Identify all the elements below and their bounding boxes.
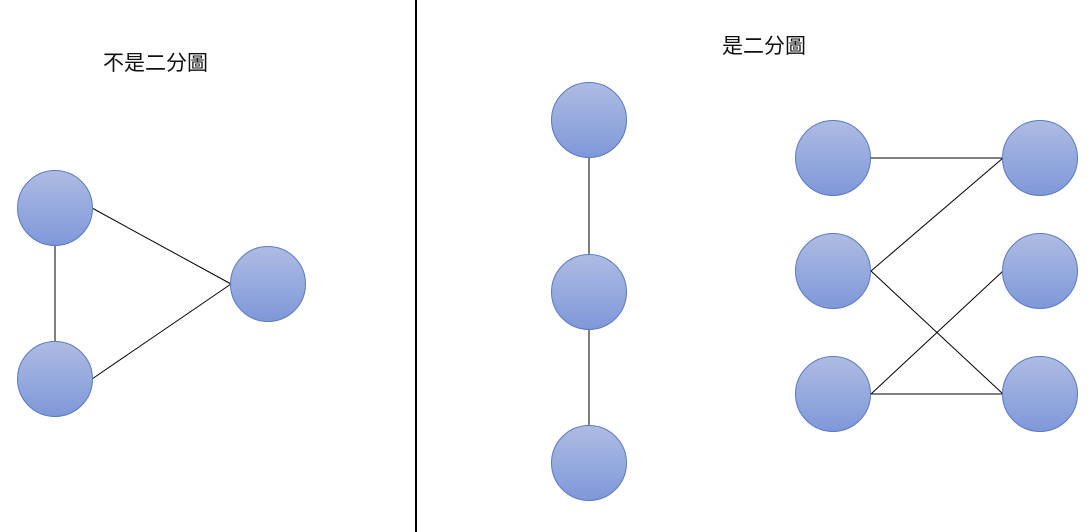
edge-a-c [91,207,232,285]
node-p2 [551,254,627,330]
node-u3 [795,356,871,432]
edge-b-c [91,283,232,380]
node-v3 [1002,356,1078,432]
node-u2 [795,233,871,309]
caption-bipartite: 是二分圖 [722,34,806,58]
node-p1 [551,82,627,158]
path-graph [551,82,627,501]
node-v1 [1002,120,1078,196]
node-c [230,246,306,322]
edge-u3-v2 [870,270,1004,395]
triangle-graph [17,170,306,417]
node-b [17,341,93,417]
edge-u2-v1 [870,157,1004,272]
bipartite-graph [795,120,1078,432]
node-a [17,170,93,246]
node-p3 [551,425,627,501]
node-v2 [1002,233,1078,309]
caption-not-bipartite: 不是二分圖 [103,51,208,75]
node-u1 [795,120,871,196]
